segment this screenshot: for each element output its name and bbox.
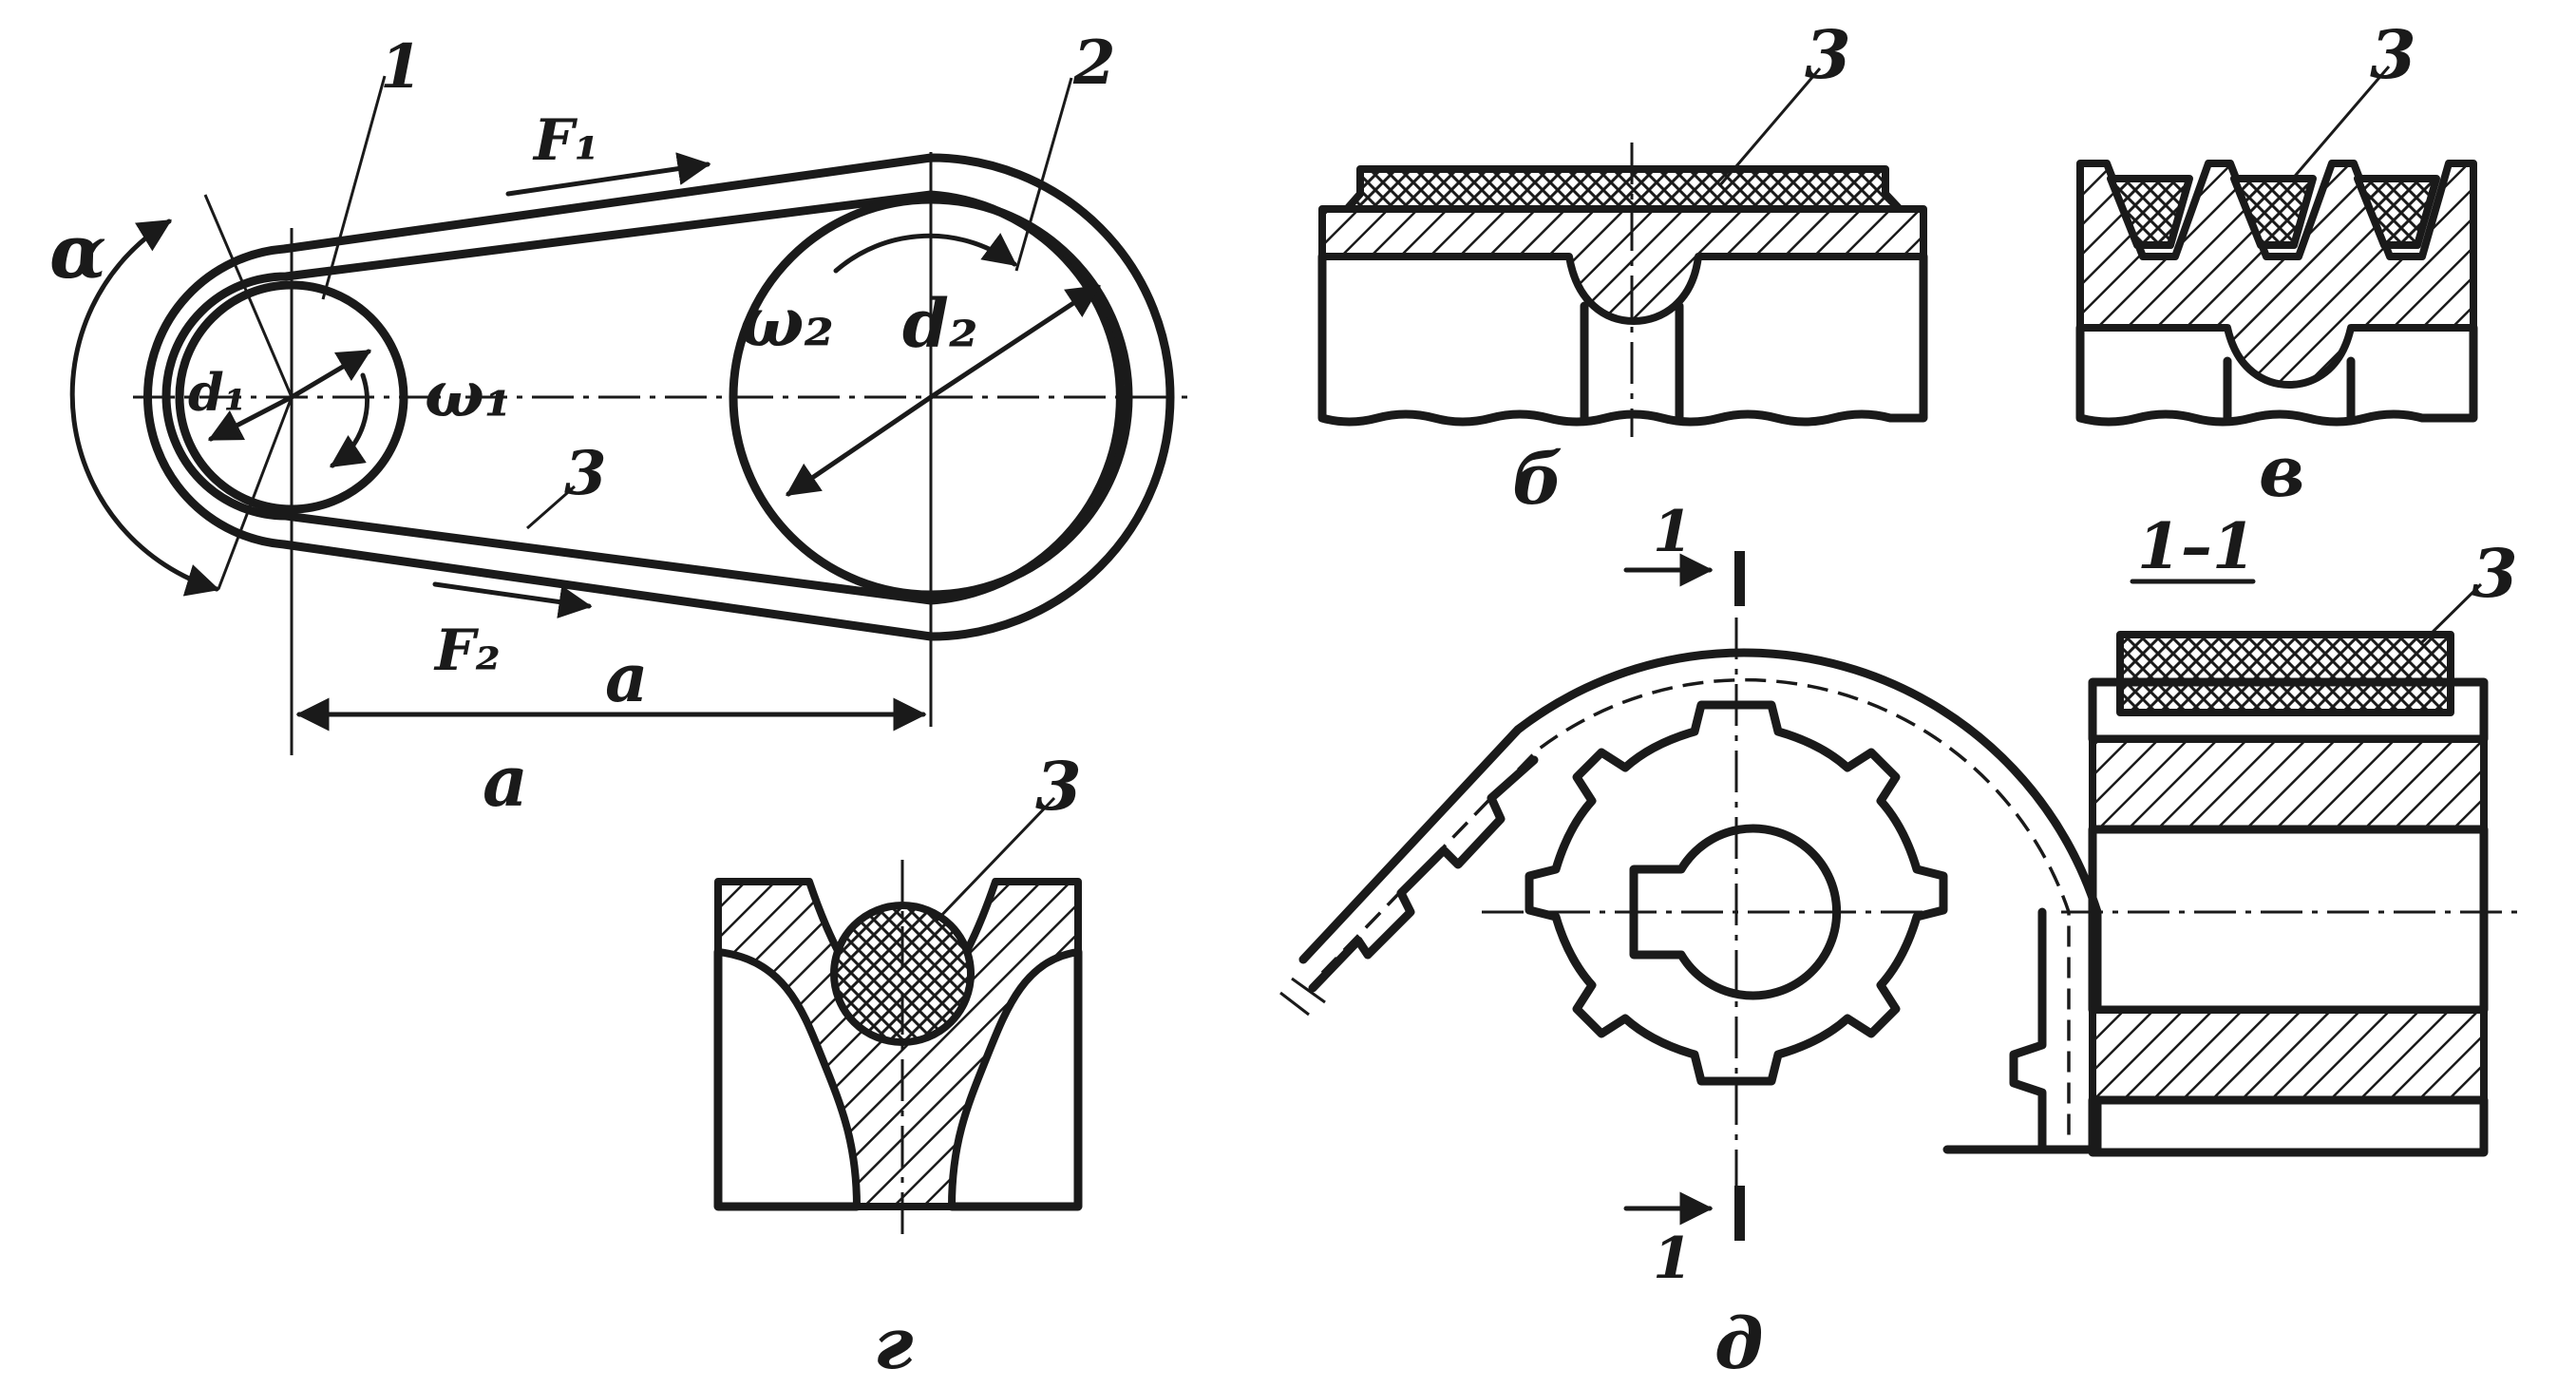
poly-v-belt-rib-1 (2107, 175, 2193, 249)
label-alpha: α (49, 209, 106, 295)
round-belt (830, 902, 975, 1046)
label-d2: d₂ (902, 284, 978, 363)
flat-belt-pulley-rim (1318, 205, 1927, 325)
view-v-poly-v-belt: 3 в (2075, 15, 2478, 513)
flat-belt (1343, 165, 1904, 213)
hub-section-lower (2089, 1006, 2488, 1104)
caption-a: а (483, 741, 528, 823)
label-force-2: F₂ (433, 618, 501, 684)
section-1-1: 1–1 3 (2061, 509, 2527, 1157)
label-part-3-b: 3 (1805, 15, 1851, 94)
label-part-3-g: 3 (1035, 747, 1082, 826)
label-omega-2: ω₂ (739, 281, 834, 362)
label-part-3: 3 (564, 438, 607, 509)
view-a-belt-drive: α 1 2 3 F₁ F₂ ω₁ ω₂ d₁ d₂ a а (49, 28, 1187, 823)
caption-g: г (874, 1303, 914, 1385)
caption-v: в (2259, 431, 2305, 513)
label-force-1: F₁ (532, 107, 599, 174)
hub-section-upper (2089, 735, 2488, 833)
label-d1: d₁ (188, 362, 246, 423)
toothed-belt (1279, 648, 2102, 1154)
label-omega-1: ω₁ (425, 357, 512, 431)
label-part-1: 1 (380, 31, 423, 103)
view-d-toothed-belt: 1 1 д (1279, 499, 2102, 1385)
label-part-3-v: 3 (2370, 15, 2416, 94)
caption-b: б (1512, 439, 1563, 521)
large-pulley-2 (729, 195, 1133, 599)
label-part-2: 2 (1072, 28, 1116, 99)
label-part-3-section: 3 (2472, 534, 2518, 613)
view-b-flat-belt: 3 б (1317, 15, 1928, 521)
toothed-pulley (1525, 700, 1948, 1086)
label-center-distance: a (605, 638, 648, 717)
caption-d: д (1714, 1303, 1763, 1385)
poly-v-belt-rib-2 (2230, 175, 2317, 249)
toothed-belt-section (2116, 631, 2454, 716)
section-mark-bottom: 1 (1653, 1226, 1693, 1292)
poly-v-belt-rib-3 (2354, 175, 2440, 249)
pulley-bore-keyway (1629, 824, 1842, 1000)
view-g-round-belt: 3 г (713, 747, 1083, 1385)
section-title: 1–1 (2137, 509, 2256, 583)
section-mark-top: 1 (1653, 499, 1693, 565)
